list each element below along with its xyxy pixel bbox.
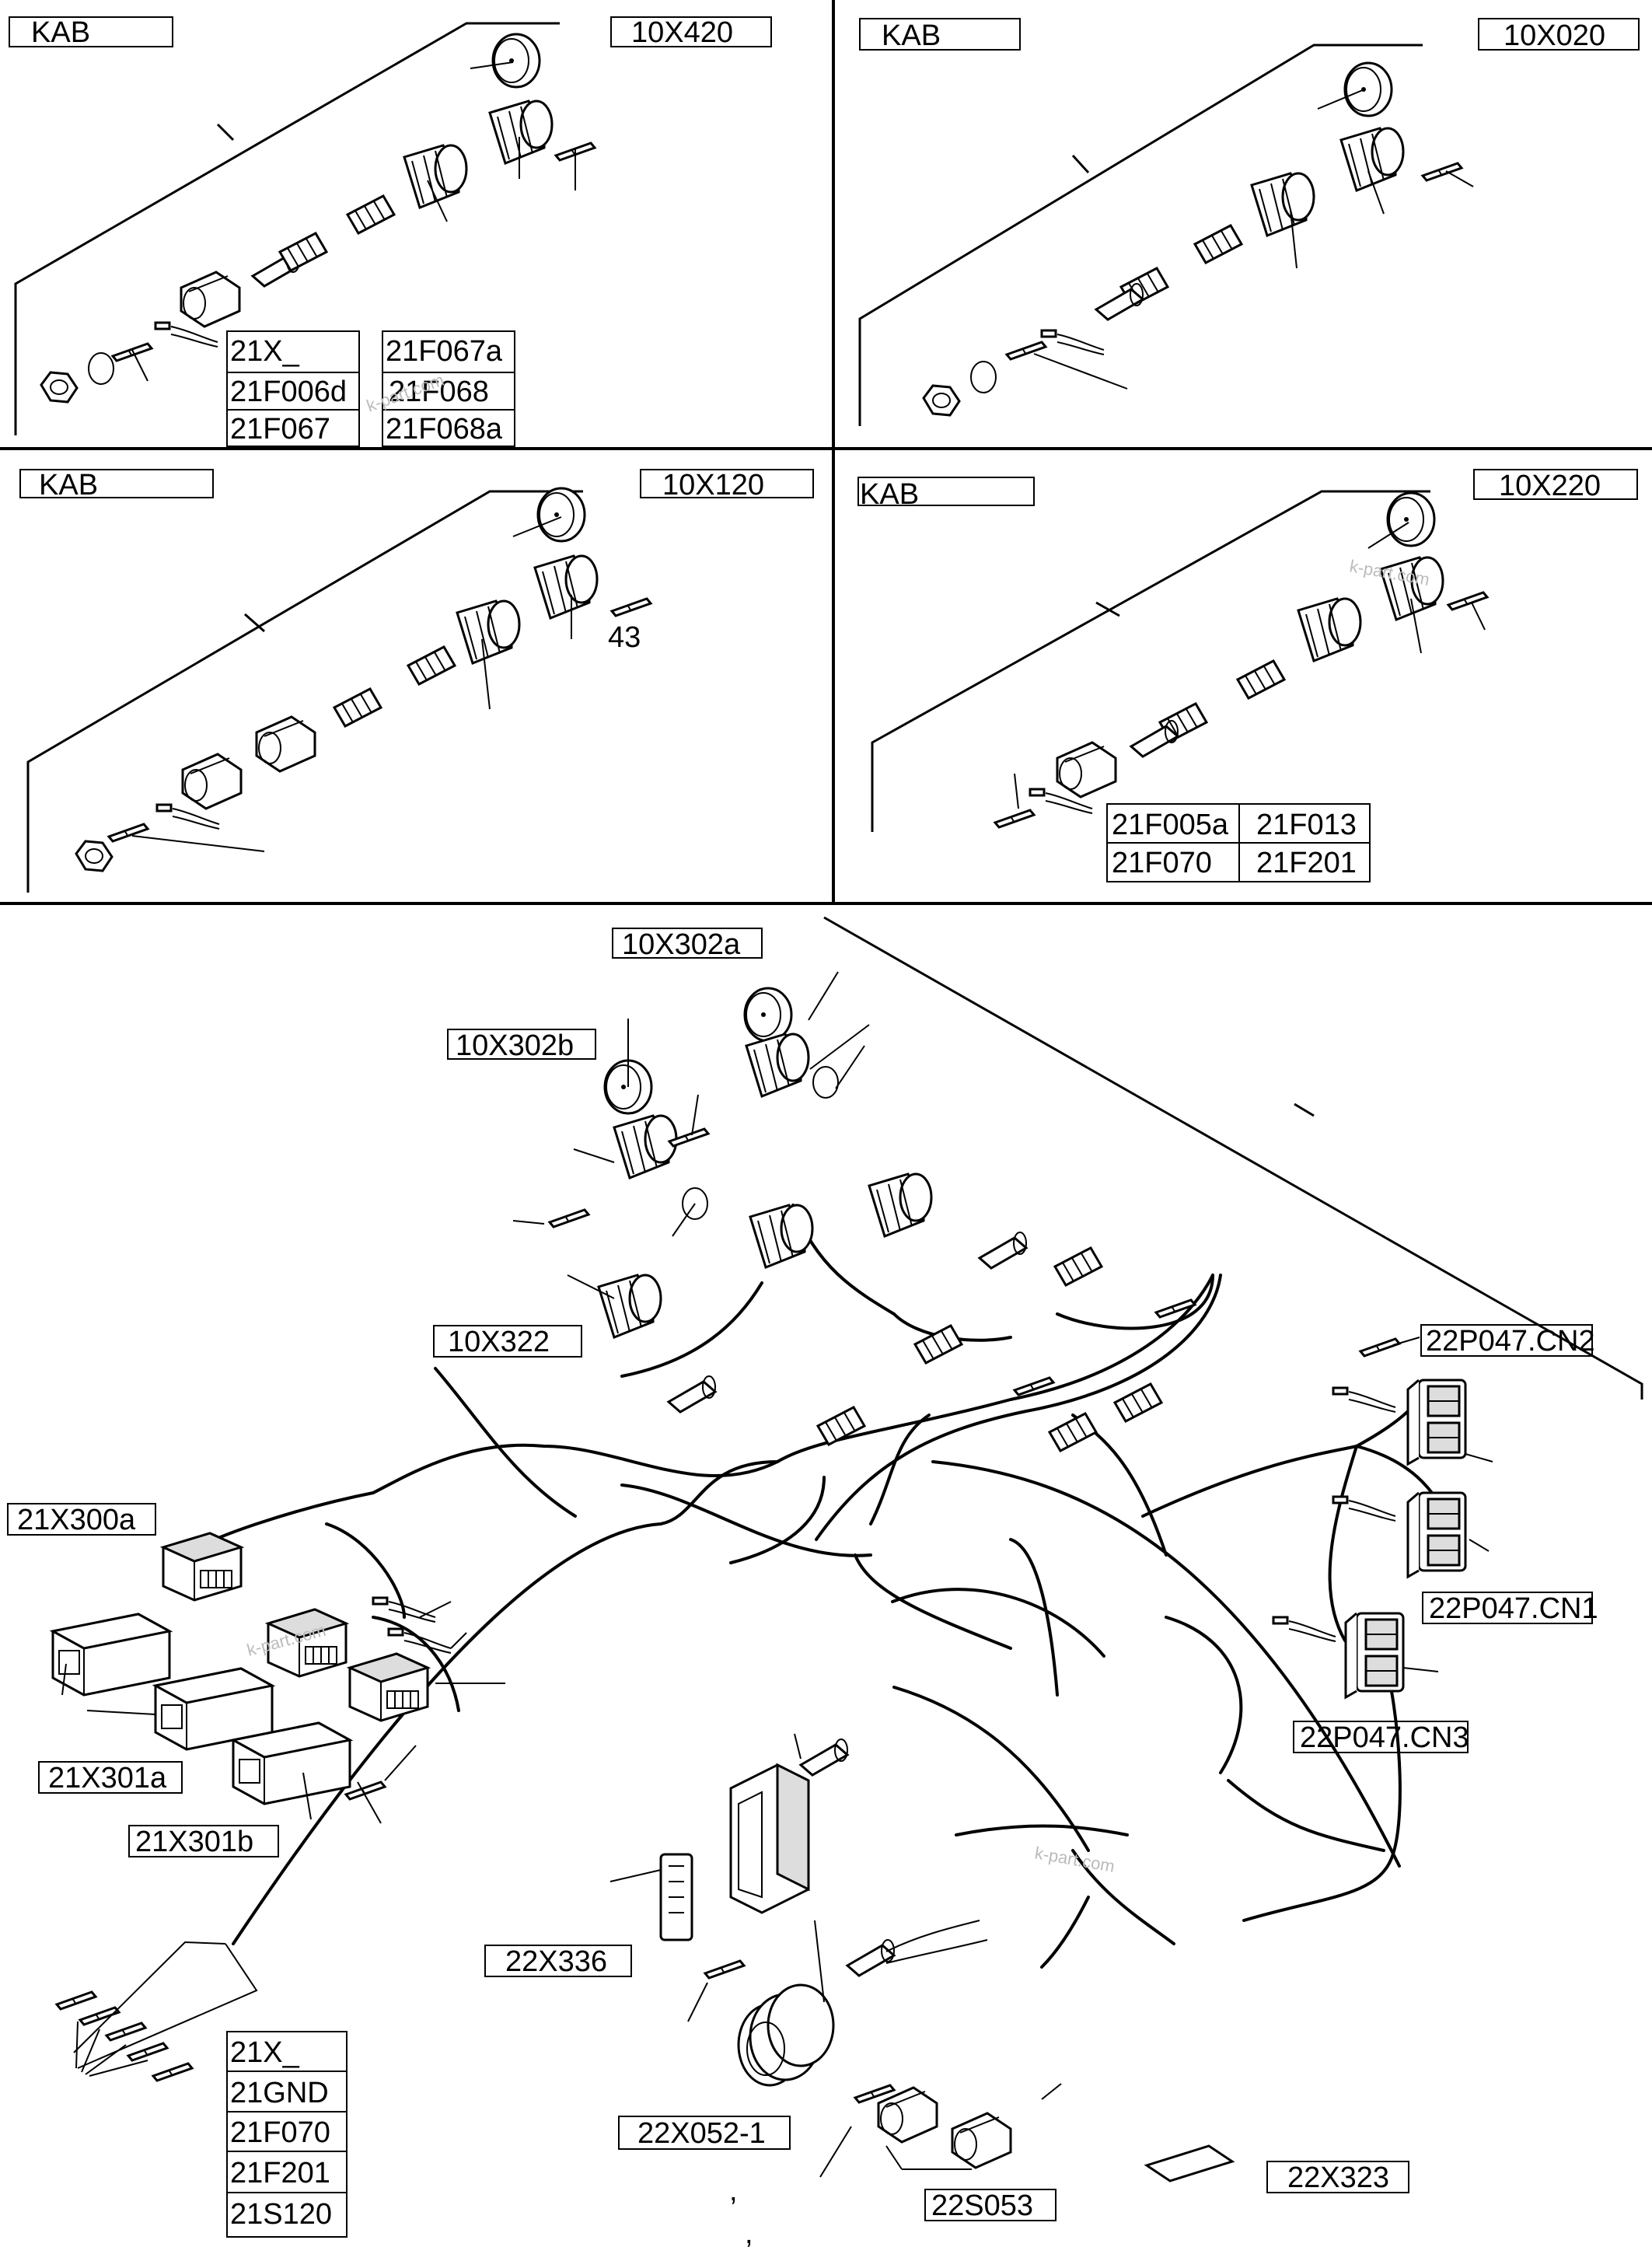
connector-label: 22P047.CN3 [1300,1721,1469,1754]
connector-label: 10X322 [448,1326,550,1358]
label-box [1266,2161,1409,2193]
connector-label: 10X302a [622,928,741,961]
kab-box [857,477,1035,506]
watermark: k-part.com [1033,1843,1116,1876]
connector-label: 22P047.CN2 [1426,1325,1595,1358]
kab-box [19,469,214,498]
connector-label: 22S053 [931,2189,1033,2222]
connector-label: 21X301a [48,1762,167,1794]
round-connector [737,1983,835,2087]
list-item: 21F070 [230,2116,330,2149]
stray-mark: , [729,2175,738,2207]
label-box [924,2189,1057,2221]
kab-label: KAB [31,16,90,49]
connector-label: 21X300a [17,1504,136,1536]
table-cell: 21F013 [1256,809,1357,841]
label-box [618,2116,791,2150]
connector-label: 22X323 [1287,2161,1389,2194]
table-cell: 21F067 [230,413,330,446]
label-box [1293,1721,1469,1753]
connector-label: 21X301b [135,1826,253,1858]
code-box [640,469,814,498]
kab-label: KAB [39,469,98,501]
kab-label: KAB [860,478,919,511]
list-item: 21F201 [230,2157,330,2189]
note-table [226,2031,348,2238]
table-cell: 21X_ [230,335,300,368]
code-box [1473,469,1638,500]
part-code-label: 10X020 [1504,19,1605,52]
connector-label: 22X052-1 [637,2117,766,2150]
part-code-label: 10X420 [631,16,733,49]
list-item: 21S120 [230,2198,332,2231]
connector-label: 10X302b [456,1029,574,1062]
kab-box [9,16,173,47]
table-cell: 21F068 [389,376,489,408]
panel-10x020: KAB 10X020 [858,18,1640,426]
label-box [128,1825,279,1857]
label-box [447,1029,596,1060]
list-item: 21GND [230,2077,329,2109]
kab-label: KAB [882,19,941,52]
connector-label: 22X336 [505,1945,607,1978]
note-table [226,330,360,447]
panel-10x420: KAB 10X420 21X_ 21F006d 21F067 21F067a 2… [9,16,772,447]
table-cell: 21F005a [1112,809,1229,841]
label-box [7,1503,156,1536]
table-cell: 21F067a [386,335,503,368]
part-code-label: 10X120 [662,469,764,501]
panel-10x220: KAB 10X220 k-part.com 21F005a 21F013 21F… [857,469,1638,882]
code-box [610,16,772,47]
panel-10x120: KAB 10X120 43 [19,469,814,893]
kab-box [859,18,1021,51]
code-box [1478,18,1640,51]
label-box [1420,1324,1593,1357]
harness-assembly: 10X302a 10X302b 10X322 22P047.CN2 22P047… [7,916,1643,2250]
stray-mark: , [745,2217,753,2250]
label-box [612,928,763,959]
part-code-label: 10X220 [1499,470,1601,502]
table-cell: 21F201 [1256,847,1357,879]
table-cell: 21F006d [230,376,347,408]
label-box [433,1325,582,1358]
label-box [484,1945,632,1977]
table-cell: 21F070 [1112,847,1212,879]
note-table [382,330,515,447]
list-item: 21X_ [230,2036,300,2069]
callout-number: 43 [608,621,641,654]
label-box [1422,1592,1593,1624]
connector-label: 22P047.CN1 [1429,1592,1598,1625]
label-box [38,1761,183,1794]
table-cell: 21F068a [386,413,503,446]
